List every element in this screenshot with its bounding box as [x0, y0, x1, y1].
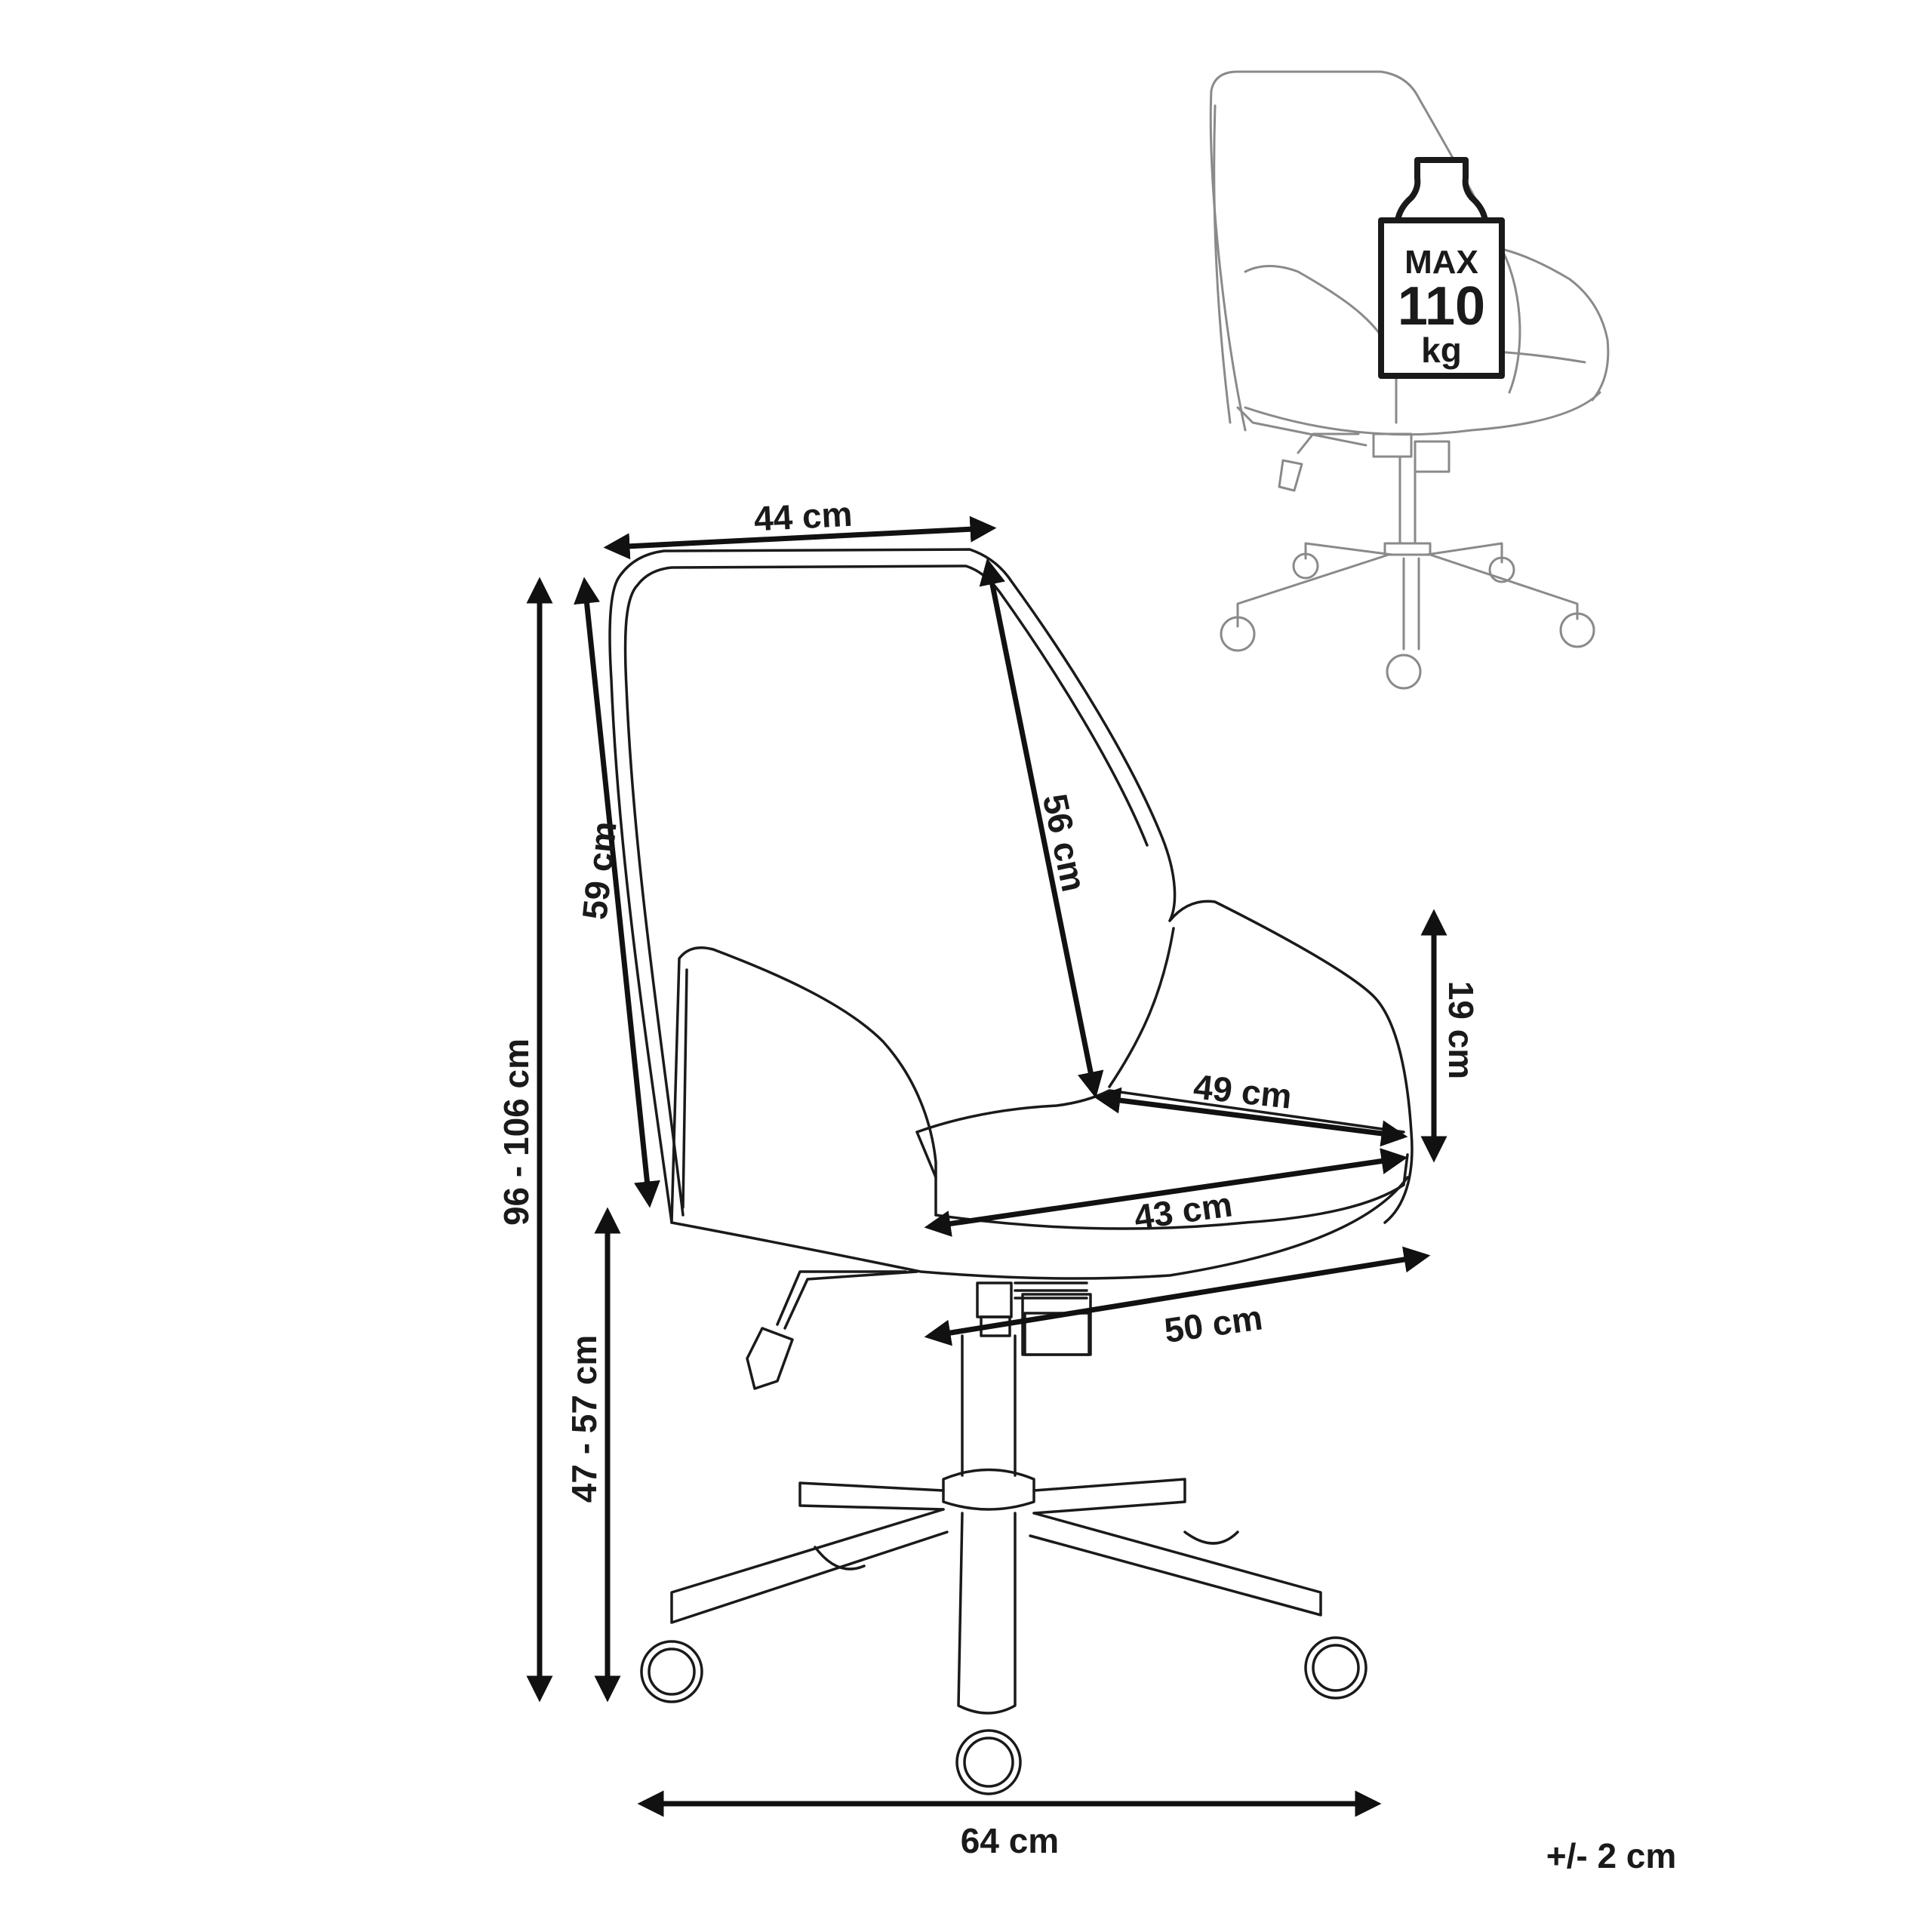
- base-width-label: 64 cm: [961, 1821, 1059, 1860]
- back-width-label: 44 cm: [753, 494, 854, 539]
- preview-chair: MAX 110 kg: [1209, 70, 1610, 690]
- weight-icon: [1378, 157, 1505, 379]
- max-load-unit: kg: [1421, 331, 1462, 370]
- seat-height-label: 47 - 57 cm: [565, 1335, 604, 1503]
- armrest-height-label: 19 cm: [1441, 981, 1481, 1079]
- dimension-arrows: [526, 515, 1447, 1817]
- max-load-line1: MAX: [1404, 244, 1478, 281]
- total-height-label: 96 - 106 cm: [497, 1038, 536, 1226]
- seat-width-label: 43 cm: [1132, 1184, 1235, 1237]
- tolerance-label: +/- 2 cm: [1546, 1836, 1677, 1875]
- seat-total-width-label: 50 cm: [1162, 1297, 1265, 1350]
- seat-depth-label: 49 cm: [1192, 1066, 1294, 1115]
- max-load-value: 110: [1398, 276, 1485, 337]
